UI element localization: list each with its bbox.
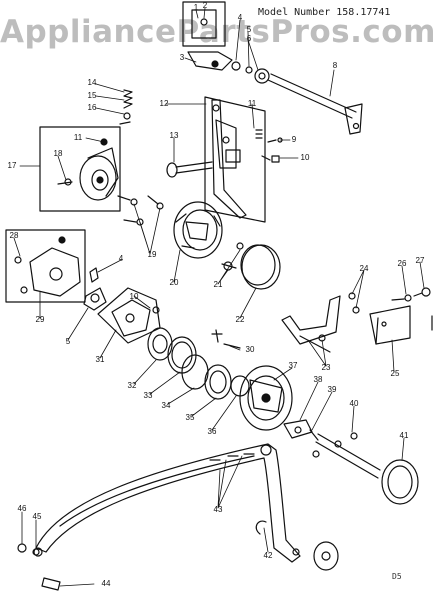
callout-16: 16 — [87, 103, 97, 112]
callout-15: 15 — [87, 91, 97, 100]
part-clip-42 — [256, 521, 266, 534]
group-box-top — [183, 2, 225, 46]
callout-25: 25 — [390, 369, 400, 378]
callout-12: 12 — [159, 99, 169, 108]
part-bracket-23 — [282, 293, 359, 352]
callout-4-mid: 4 — [118, 254, 124, 263]
callout-10-right: 10 — [300, 153, 310, 162]
part-plate-29 — [15, 237, 80, 296]
watermark-text: AppliancePartsPros.com — [0, 14, 436, 50]
part-screw-26-27 — [392, 288, 430, 301]
group-box-12 — [205, 97, 265, 222]
part-hook-20 — [174, 202, 222, 258]
group-box-29 — [6, 230, 85, 302]
part-screws-19 — [118, 196, 163, 225]
callout-14: 14 — [87, 78, 97, 87]
part-link-38 — [284, 420, 318, 440]
callout-18: 18 — [53, 149, 63, 158]
callout-33: 33 — [143, 391, 153, 400]
callout-36: 36 — [207, 427, 217, 436]
callout-26: 26 — [397, 259, 407, 268]
callout-42: 42 — [263, 551, 273, 560]
callout-46: 46 — [17, 504, 27, 513]
callout-27: 27 — [415, 256, 425, 265]
part-tension-assembly — [58, 139, 118, 200]
callout-37: 37 — [288, 361, 298, 370]
part-screw-30 — [224, 344, 240, 348]
callout-31: 31 — [95, 355, 105, 364]
callout-35: 35 — [185, 413, 195, 422]
model-number-label: Model Number 158.17741 — [258, 7, 391, 18]
part-cap-22 — [222, 243, 280, 289]
part-lever-arm-43 — [34, 444, 300, 562]
callout-13: 13 — [169, 131, 179, 140]
callout-23: 23 — [321, 363, 331, 372]
callout-29: 29 — [35, 315, 45, 324]
callout-17: 17 — [7, 161, 17, 170]
callout-11-left: 11 — [73, 133, 83, 142]
callout-3: 3 — [179, 53, 185, 62]
callout-9: 9 — [291, 135, 297, 144]
part-rings — [148, 328, 249, 399]
callout-21: 21 — [213, 280, 223, 289]
page-code: D5 — [392, 572, 402, 581]
callout-34: 34 — [161, 401, 171, 410]
group-box-31 — [98, 288, 160, 343]
callout-5: 5 — [65, 337, 71, 346]
callout-38: 38 — [313, 375, 323, 384]
part-screws-44-46 — [18, 544, 60, 590]
part-shaft-41 — [313, 433, 418, 504]
callout-41: 41 — [399, 431, 409, 440]
callout-2: 2 — [202, 1, 208, 10]
callout-43: 43 — [213, 505, 223, 514]
part-nut-5 — [84, 268, 106, 310]
callout-4-top: 4 — [237, 13, 243, 22]
callout-22: 22 — [235, 315, 245, 324]
part-hook-37 — [240, 366, 292, 430]
callout-30: 30 — [245, 345, 255, 354]
callout-1: 1 — [193, 3, 199, 12]
callout-24: 24 — [359, 264, 369, 273]
callout-45: 45 — [32, 512, 42, 521]
callout-28: 28 — [9, 231, 19, 240]
callout-32: 32 — [127, 381, 137, 390]
callout-11-right: 11 — [247, 99, 257, 108]
group-box-17 — [40, 127, 120, 211]
part-fastener-bottom — [314, 542, 338, 570]
part-lever-12 — [212, 100, 246, 218]
callout-40: 40 — [349, 399, 359, 408]
callout-5-top: 5 — [246, 25, 252, 34]
callout-19: 19 — [147, 250, 157, 259]
part-spring-14 — [120, 90, 132, 124]
callout-8: 8 — [332, 61, 338, 70]
part-plate-31 — [112, 300, 159, 336]
leader-lines — [14, 8, 424, 586]
callout-10-left: 10 — [129, 292, 139, 301]
callout-6: 6 — [246, 34, 252, 43]
part-small-screws — [256, 130, 282, 162]
part-bolt-13 — [167, 162, 212, 177]
callout-20: 20 — [169, 278, 179, 287]
callout-39: 39 — [327, 385, 337, 394]
part-bracket-25 — [370, 306, 410, 344]
part-shaft — [268, 74, 362, 134]
callout-44: 44 — [101, 579, 111, 588]
part-top-bracket — [188, 10, 269, 83]
